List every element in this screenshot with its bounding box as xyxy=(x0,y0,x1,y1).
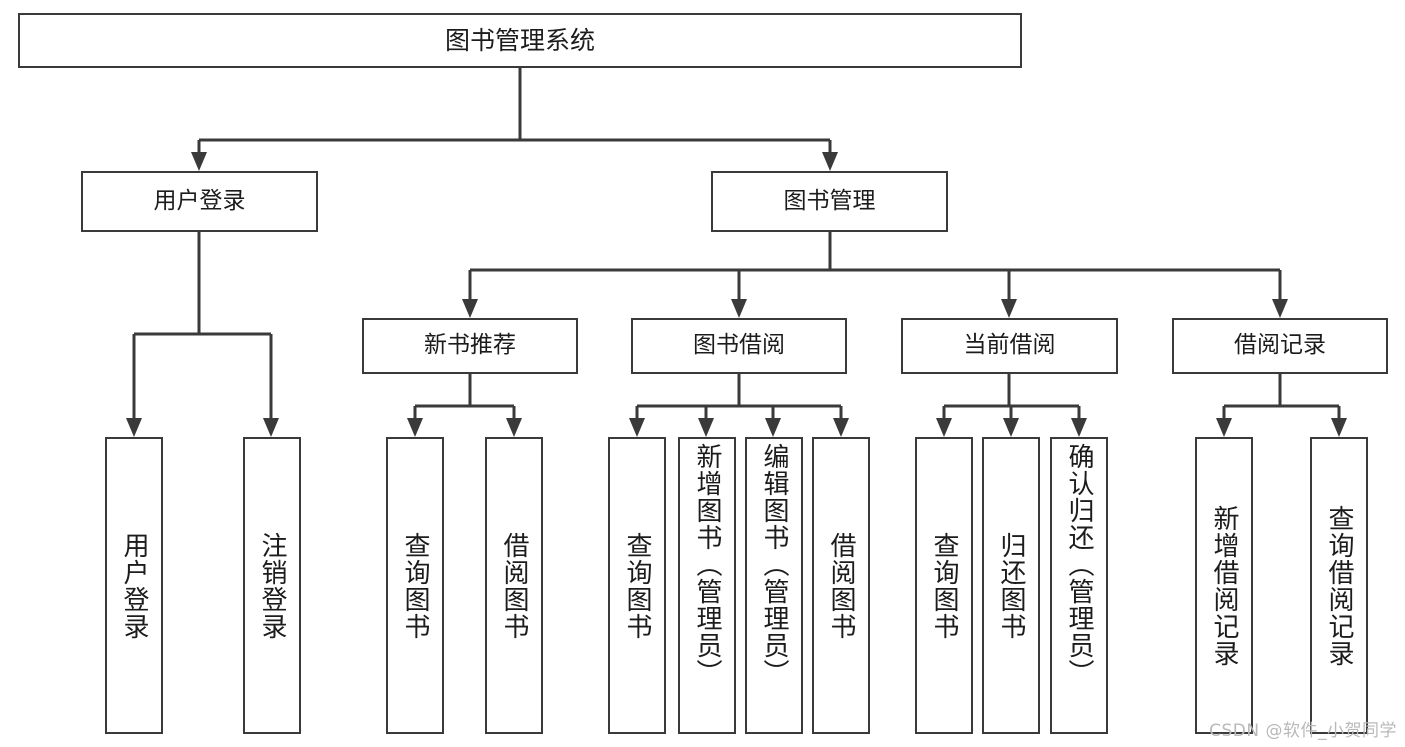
node-leaf-query-record[interactable]: 查询借阅记录 xyxy=(1310,437,1368,734)
node-leaf-add-record-label: 新增借阅记录 xyxy=(1209,504,1239,667)
node-leaf-add-book-label: 新增图书（管理员） xyxy=(692,443,722,686)
node-book-borrow-label: 图书借阅 xyxy=(693,332,785,359)
node-root[interactable]: 图书管理系统 xyxy=(18,13,1022,68)
node-leaf-query-book-2[interactable]: 查询图书 xyxy=(608,437,666,734)
node-current-borrow-label: 当前借阅 xyxy=(963,332,1056,359)
node-leaf-confirm-return-label: 确认归还（管理员） xyxy=(1064,443,1094,686)
node-leaf-edit-book[interactable]: 编辑图书（管理员） xyxy=(745,437,803,734)
node-leaf-borrow-book-1-label: 借阅图书 xyxy=(499,531,529,640)
node-leaf-add-record[interactable]: 新增借阅记录 xyxy=(1195,437,1253,734)
node-leaf-query-book-3[interactable]: 查询图书 xyxy=(915,437,973,734)
node-new-book-rec-label: 新书推荐 xyxy=(424,332,516,359)
node-leaf-query-book-1[interactable]: 查询图书 xyxy=(386,437,444,734)
node-leaf-edit-book-label: 编辑图书（管理员） xyxy=(759,443,789,686)
node-leaf-query-book-2-label: 查询图书 xyxy=(622,531,652,640)
node-borrow-record[interactable]: 借阅记录 xyxy=(1172,318,1388,374)
node-leaf-user-login-label: 用户登录 xyxy=(119,531,149,640)
node-new-book-rec[interactable]: 新书推荐 xyxy=(362,318,578,374)
node-borrow-record-label: 借阅记录 xyxy=(1234,332,1326,359)
node-leaf-user-login[interactable]: 用户登录 xyxy=(105,437,163,734)
node-leaf-query-book-3-label: 查询图书 xyxy=(929,531,959,640)
node-leaf-return-book[interactable]: 归还图书 xyxy=(982,437,1040,734)
node-leaf-query-record-label: 查询借阅记录 xyxy=(1324,504,1354,667)
node-leaf-query-book-1-label: 查询图书 xyxy=(400,531,430,640)
node-leaf-confirm-return[interactable]: 确认归还（管理员） xyxy=(1050,437,1108,734)
node-leaf-add-book[interactable]: 新增图书（管理员） xyxy=(678,437,736,734)
node-root-label: 图书管理系统 xyxy=(444,25,595,55)
node-book-manage-label: 图书管理 xyxy=(783,187,876,214)
node-leaf-return-book-label: 归还图书 xyxy=(996,531,1026,640)
node-leaf-user-logout-label: 注销登录 xyxy=(257,531,287,640)
node-leaf-user-logout[interactable]: 注销登录 xyxy=(243,437,301,734)
node-user-login-label: 用户登录 xyxy=(153,187,246,214)
csdn-watermark: CSDN @软件_小贺同学 xyxy=(1209,721,1397,741)
node-book-manage[interactable]: 图书管理 xyxy=(711,171,948,232)
node-user-login[interactable]: 用户登录 xyxy=(81,171,318,232)
node-leaf-borrow-book-2-label: 借阅图书 xyxy=(826,531,856,640)
node-leaf-borrow-book-2[interactable]: 借阅图书 xyxy=(812,437,870,734)
node-current-borrow[interactable]: 当前借阅 xyxy=(901,318,1118,374)
node-book-borrow[interactable]: 图书借阅 xyxy=(631,318,847,374)
node-leaf-borrow-book-1[interactable]: 借阅图书 xyxy=(485,437,543,734)
